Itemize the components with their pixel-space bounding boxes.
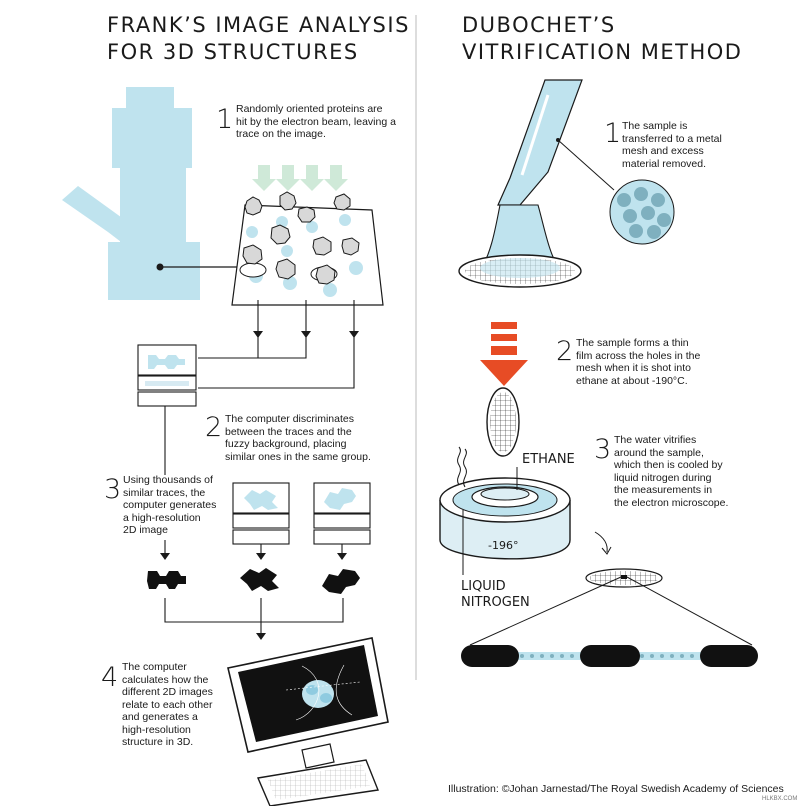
class-stack-b <box>232 482 290 545</box>
right-step-3-line: The water vitrifies <box>614 434 697 446</box>
electron-microscope-silhouette <box>62 87 200 300</box>
left-step-2-line: The computer discriminates <box>225 413 354 425</box>
left-step-1-line: Randomly oriented proteins are <box>236 103 383 115</box>
right-step-2-line: film across the holes in the <box>576 349 701 362</box>
left-step-4-line: and generates a <box>122 711 198 723</box>
right-step-1-line: mesh and excess <box>622 145 704 157</box>
left-step-4-line: relate to each other <box>122 698 213 711</box>
mesh-closeup <box>609 179 675 245</box>
grid-cross-section <box>461 645 758 667</box>
grid-detail <box>469 568 753 646</box>
ethane-label: ETHANE <box>522 452 575 467</box>
liquid-nitrogen-label: LIQUID NITROGEN <box>461 579 530 611</box>
metal-mesh-grid <box>458 254 582 288</box>
liquid-nitrogen-line: LIQUID <box>461 579 506 594</box>
left-title: FRANK’S IMAGE ANALYSIS FOR 3D STRUCTURES <box>107 12 410 66</box>
right-title: DUBOCHET’S VITRIFICATION METHOD <box>462 12 742 66</box>
right-step-3-line: liquid nitrogen during <box>614 471 712 484</box>
right-step-2-number: 2 <box>556 336 574 367</box>
left-step-1-number: 1 <box>216 104 234 135</box>
left-step-1-line: hit by the electron beam, leaving a <box>236 115 396 128</box>
right-step-3-number: 3 <box>594 434 612 465</box>
watermark: HLKBX.COM <box>762 796 798 802</box>
right-step-3-line: the electron microscope. <box>614 496 729 509</box>
microscope-pointer-dot <box>156 263 164 271</box>
plunge-arrow <box>480 322 528 386</box>
left-step-2-text: The computer discriminates between the t… <box>225 413 371 463</box>
left-title-line-2: FOR 3D STRUCTURES <box>107 40 359 64</box>
right-step-1-number: 1 <box>604 118 622 149</box>
left-step-1-line: trace on the image. <box>236 128 326 140</box>
left-step-3-line: a high-resolution <box>123 511 201 524</box>
protein-molecules <box>242 191 360 285</box>
right-step-1-text: The sample is transferred to a metal mes… <box>622 120 722 170</box>
left-step-2-number: 2 <box>205 412 223 443</box>
left-step-2-line: between the traces and the <box>225 425 352 438</box>
temperature-label: -196° <box>488 539 519 552</box>
illustration-credit: Illustration: ©Johan Jarnestad/The Royal… <box>448 783 784 795</box>
mesh-zoom-pointer-line <box>557 139 615 191</box>
pipette <box>479 79 583 273</box>
right-step-3-line: around the sample, <box>614 446 704 459</box>
electron-beam-arrows <box>252 165 348 191</box>
left-step-3-line: similar traces, the <box>123 486 206 499</box>
averages-to-monitor-connector <box>164 598 344 636</box>
left-step-4-line: The computer <box>122 661 187 673</box>
left-step-4-number: 4 <box>101 662 119 693</box>
right-step-2-line: mesh when it is shot into <box>576 362 691 374</box>
right-title-line-2: VITRIFICATION METHOD <box>462 40 743 64</box>
left-step-3-line: Using thousands of <box>123 474 213 486</box>
right-step-3-line: which then is cooled by <box>614 459 723 471</box>
right-step-2-line: The sample forms a thin <box>576 337 689 349</box>
left-step-4-line: calculates how the <box>122 673 209 686</box>
liquid-nitrogen-line: NITROGEN <box>461 595 530 610</box>
left-step-4-line: structure in 3D. <box>122 736 194 748</box>
computer-monitor <box>227 637 389 806</box>
plate-to-stack-connectors <box>198 300 355 389</box>
right-step-1-line: transferred to a metal <box>622 132 722 145</box>
image-stack <box>137 344 197 407</box>
zoom-arrow <box>594 531 608 553</box>
right-step-2-line: ethane at about -190°C. <box>576 374 688 387</box>
ethane-dewar <box>439 446 571 560</box>
right-step-3-text: The water vitrifies around the sample, w… <box>614 434 728 509</box>
left-step-3-line: computer generates <box>123 499 217 511</box>
right-step-1-line: The sample is <box>622 120 688 132</box>
left-step-3-text: Using thousands of similar traces, the c… <box>123 474 216 537</box>
left-step-2-line: similar ones in the same group. <box>225 450 371 463</box>
left-step-4-text: The computer calculates how the differen… <box>122 661 213 749</box>
left-step-4-line: different 2D images <box>122 686 213 698</box>
left-step-3-line: 2D image <box>123 524 168 536</box>
class-stack-c <box>313 482 371 545</box>
right-title-line-1: DUBOCHET’S <box>462 13 616 37</box>
left-step-3-number: 3 <box>104 474 122 505</box>
specimen-plate <box>231 191 384 306</box>
left-step-2-line: fuzzy background, placing <box>225 438 347 450</box>
left-step-4-line: high-resolution <box>122 723 191 736</box>
left-step-1-text: Randomly oriented proteins are hit by th… <box>236 103 396 141</box>
right-step-2-text: The sample forms a thin film across the … <box>576 337 700 387</box>
right-step-1-line: material removed. <box>622 157 707 170</box>
right-step-3-line: the measurements in <box>614 484 713 496</box>
2d-class-averages <box>147 568 360 594</box>
left-title-line-1: FRANK’S IMAGE ANALYSIS <box>107 13 410 37</box>
falling-grid <box>486 387 520 457</box>
